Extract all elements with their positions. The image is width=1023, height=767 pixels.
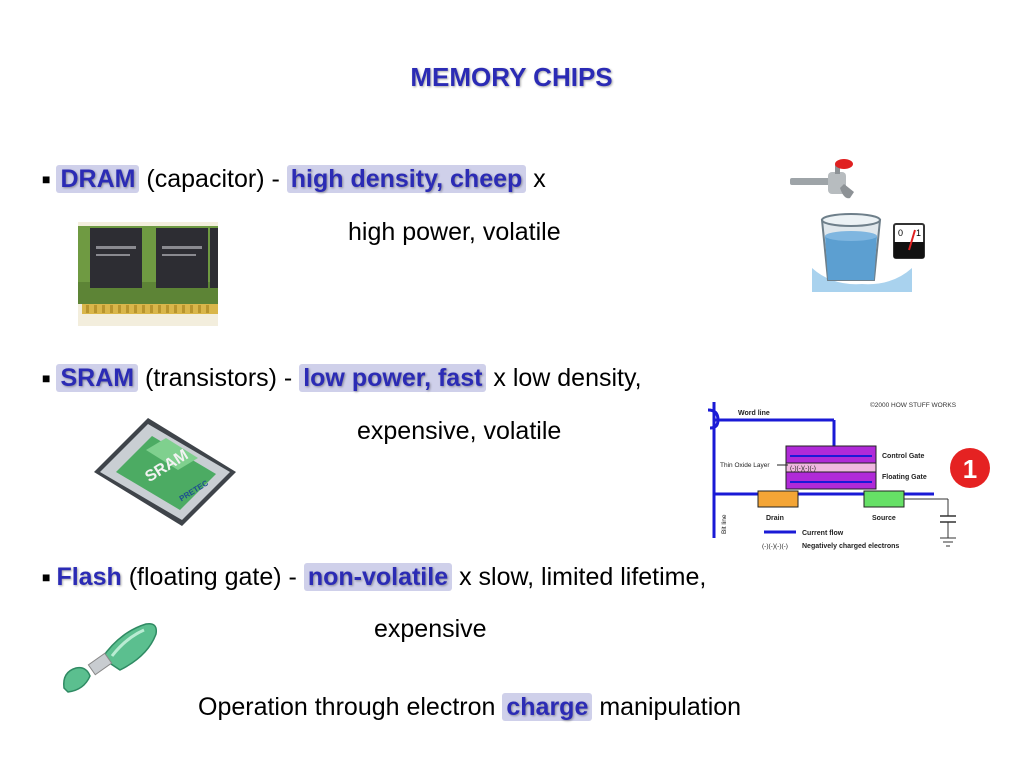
control-gate-label: Control Gate bbox=[882, 453, 924, 460]
dram-x: x bbox=[533, 165, 546, 193]
usb-flash-drive-image bbox=[60, 618, 160, 696]
faucet-glass-image: 0 1 bbox=[782, 158, 932, 292]
sram-con2: expensive, volatile bbox=[357, 417, 562, 445]
flash-name: Flash bbox=[56, 563, 122, 591]
flash-con1: x slow, limited lifetime, bbox=[459, 563, 707, 591]
dram-name: DRAM bbox=[56, 165, 140, 193]
drain-label: Drain bbox=[766, 515, 784, 522]
thin-oxide-label: Thin Oxide Layer bbox=[720, 462, 770, 469]
floating-gate-diagram: ©2000 HOW STUFF WORKS Word line Control … bbox=[704, 398, 1000, 556]
dram-con: high power, volatile bbox=[348, 218, 561, 246]
footer-line: Operation through electron charge manipu… bbox=[198, 693, 741, 722]
electrons-legend-label: Negatively charged electrons bbox=[802, 543, 899, 550]
footer-pre: Operation through electron bbox=[198, 693, 496, 721]
slide-title: MEMORY CHIPS bbox=[410, 62, 613, 92]
bullet-icon: ■ bbox=[42, 171, 51, 187]
flash-pro: non-volatile bbox=[303, 563, 453, 591]
oxide-electrons: (-)(-)(-)(-) bbox=[790, 465, 816, 472]
sram-pro: low power, fast bbox=[299, 364, 487, 392]
footer-post: manipulation bbox=[599, 693, 742, 721]
sram-detail: (transistors) - bbox=[145, 364, 293, 392]
current-flow-label: Current flow bbox=[802, 530, 844, 537]
copyright-text: ©2000 HOW STUFF WORKS bbox=[870, 401, 957, 409]
sram-card-image: SRAM PRETEC bbox=[86, 410, 244, 534]
sram-line: ■ SRAM (transistors) - low power, fast x … bbox=[42, 364, 642, 393]
dram-line: ■DRAM (capacitor) - high density, cheep … bbox=[42, 165, 546, 194]
sram-name: SRAM bbox=[56, 364, 139, 392]
electrons-legend-symbol: (-)(-)(-)(-) bbox=[762, 543, 788, 550]
flash-con2: expensive bbox=[374, 615, 487, 643]
sram-con1: x low density, bbox=[493, 364, 642, 392]
source-label: Source bbox=[872, 515, 896, 522]
floating-gate-label: Floating Gate bbox=[882, 474, 927, 481]
flash-detail: (floating gate) - bbox=[128, 563, 297, 591]
footer-key: charge bbox=[502, 693, 593, 721]
bullet-icon: ■ bbox=[42, 370, 51, 386]
word-line-label: Word line bbox=[738, 410, 770, 417]
dram-detail: (capacitor) - bbox=[146, 165, 280, 193]
step-badge: 1 bbox=[963, 454, 977, 484]
bit-line-label: Bit line bbox=[721, 514, 728, 534]
flash-line: ■ Flash (floating gate) - non-volatile x … bbox=[42, 563, 706, 592]
dram-pro: high density, cheep bbox=[286, 165, 527, 193]
gauge-one-label: 1 bbox=[916, 228, 921, 238]
bullet-icon: ■ bbox=[42, 569, 51, 585]
dram-module-image bbox=[78, 222, 218, 326]
gauge-zero-label: 0 bbox=[898, 228, 903, 238]
